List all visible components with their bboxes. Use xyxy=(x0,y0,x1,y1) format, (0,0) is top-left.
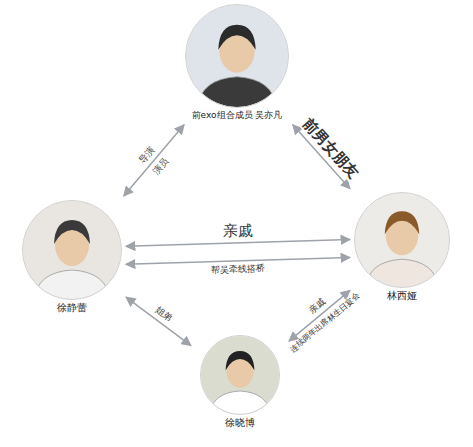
photo-ground xyxy=(354,192,450,288)
person-node: 徐晓博 xyxy=(195,335,285,429)
relation-arrow xyxy=(124,125,184,196)
person-node: 前exo组合成员 吴亦凡 xyxy=(185,4,289,121)
relation-arrow xyxy=(126,297,191,345)
person-node: 徐静蕾 xyxy=(22,200,122,314)
photo-rim xyxy=(355,193,450,288)
portrait-shoulders xyxy=(197,77,276,108)
relation-label: 前男女朋友 xyxy=(298,113,364,183)
portrait-photo xyxy=(185,4,289,108)
portrait-shoulders xyxy=(366,259,439,288)
photo-rim xyxy=(23,201,122,300)
relation-label: 导演 xyxy=(136,143,158,166)
photo-ground xyxy=(185,4,289,108)
portrait-shoulders xyxy=(210,391,271,415)
person-name: 前exo组合成员 吴亦凡 xyxy=(192,110,283,121)
person-name: 徐晓博 xyxy=(225,417,255,429)
portrait-hair xyxy=(226,351,255,370)
relation-label: 亲戚 xyxy=(305,295,329,317)
relation-note: 演员 xyxy=(150,155,172,178)
photo-rim xyxy=(186,5,289,108)
person-name: 林西娅 xyxy=(387,290,417,302)
portrait-photo xyxy=(22,200,122,300)
photo-ground xyxy=(200,335,280,415)
relation-label: 帮吴牵线搭桥 xyxy=(209,263,267,275)
portrait-shoulders xyxy=(34,270,110,300)
person-name: 徐静蕾 xyxy=(57,302,87,314)
relation-arrow xyxy=(289,290,350,341)
relation-arrow xyxy=(126,240,350,247)
person-node: 林西娅 xyxy=(354,192,450,302)
portrait-hair xyxy=(218,25,255,50)
photo-ground xyxy=(22,200,122,300)
portrait-photo xyxy=(200,335,280,415)
portrait-photo xyxy=(354,192,450,288)
relation-label: 亲戚 xyxy=(220,222,255,240)
portrait-hair xyxy=(54,220,90,244)
photo-rim xyxy=(201,336,280,415)
relation-label: 姐弟 xyxy=(152,304,176,325)
portrait-hair xyxy=(385,211,420,234)
